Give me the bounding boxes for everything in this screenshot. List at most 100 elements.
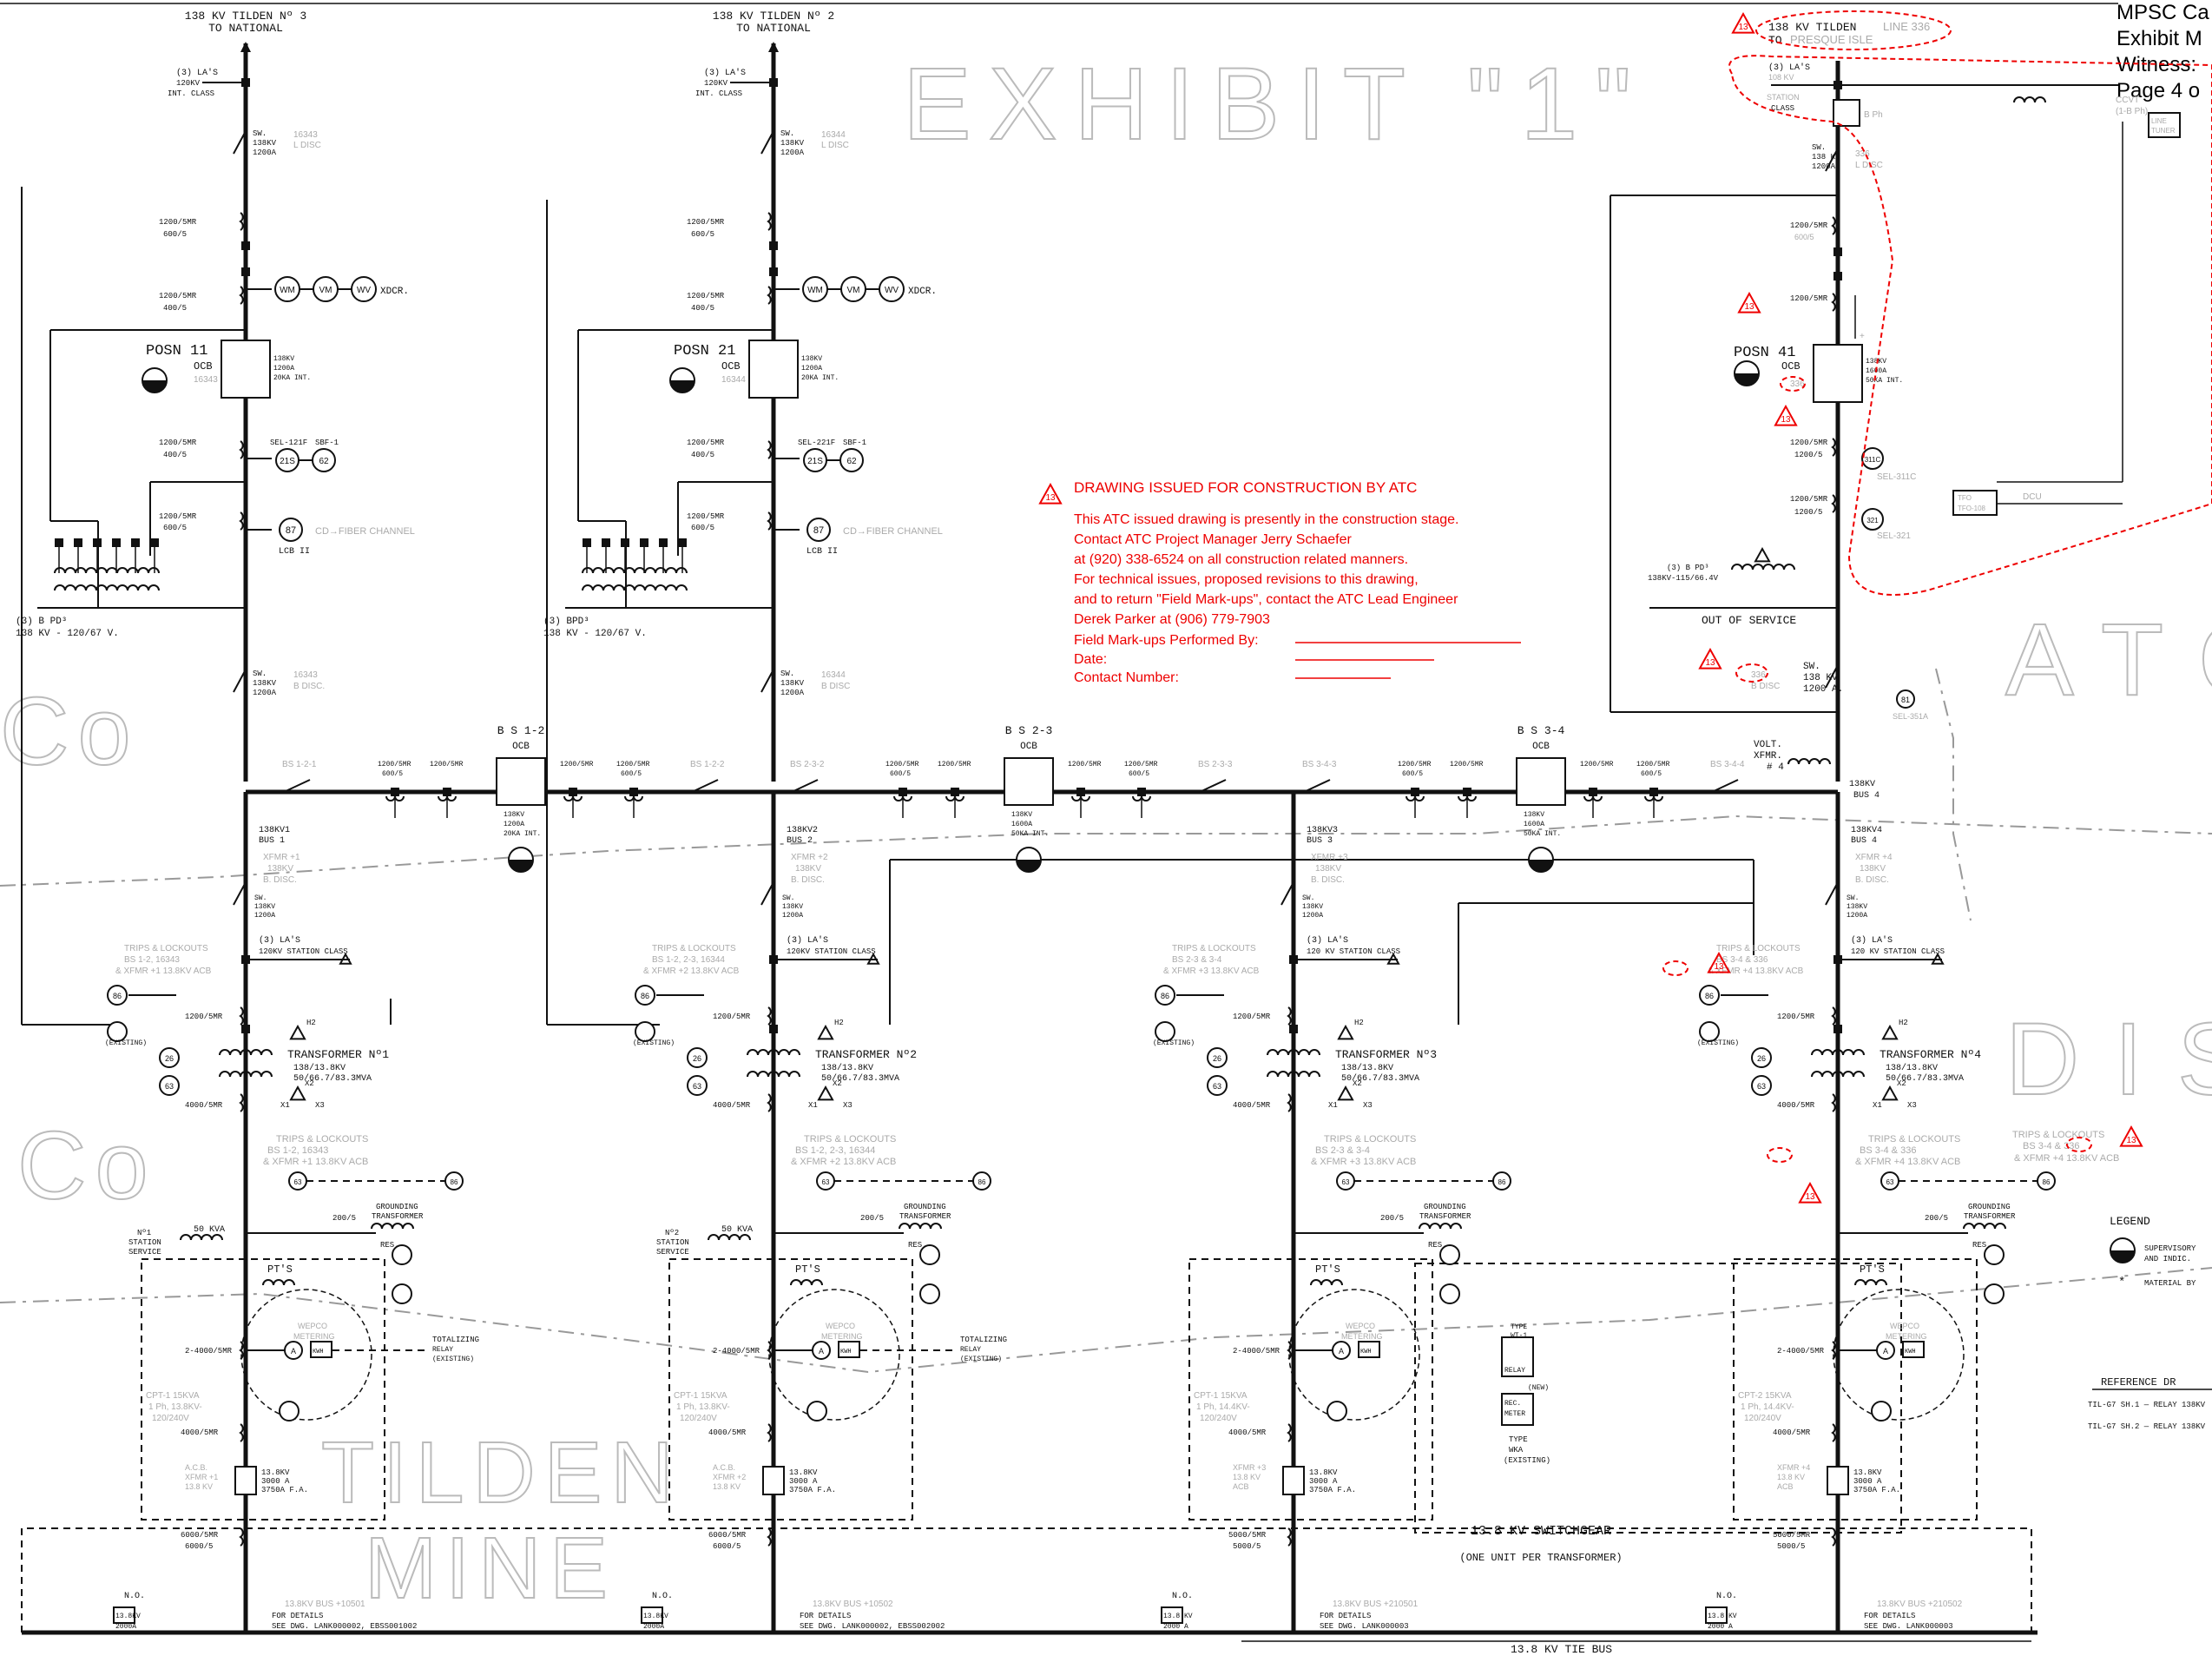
unit-1-trips-line2: BS 1-2, 16343 (124, 955, 180, 965)
revision-triangle-icon (1798, 1181, 1822, 1204)
winding-icon (1419, 1223, 1462, 1230)
label: SEE DWG. LANK000003 (1320, 1622, 1409, 1631)
label: RES. (380, 1241, 399, 1250)
label: 138KV (1847, 903, 1867, 911)
unit-3-hv-winding-icon (1267, 1049, 1320, 1056)
label: 600/5 (163, 524, 187, 532)
feeder-1-disc-id: 16343 (293, 130, 318, 140)
feeder-1-la: (3) LA'S (176, 68, 218, 78)
unit-1-kwh-icon (310, 1341, 332, 1358)
label: 200/5 (332, 1214, 356, 1223)
node-icon (241, 955, 250, 964)
label: 13.8 KV (1708, 1613, 1737, 1620)
ct-icon (1831, 1093, 1836, 1112)
node-icon (769, 955, 778, 964)
label: 1200/5MR (1790, 495, 1828, 504)
switchgear-title: 13.8 KV SWITCHGEAR (1471, 1524, 1611, 1539)
winding-icon (899, 1223, 942, 1230)
unit-3-cpt: CPT-1 15KVA (1194, 1391, 1248, 1401)
feeder-1-wv-meter-icon-label: WV (357, 286, 371, 295)
ct-icon (1287, 1423, 1292, 1442)
feeder-2-subtitle: TO NATIONAL (736, 22, 811, 35)
label: LINE (2151, 117, 2167, 125)
feeder-41-tuner-icon (2148, 112, 2181, 138)
label: 1200/5MR (1068, 761, 1102, 769)
feeder-2-disc-label: L DISC (821, 141, 849, 150)
feeder-1-pt: (3) B PD³ (16, 617, 67, 627)
label: 13.8KV (789, 1468, 818, 1477)
label: 1200/5MR (616, 761, 650, 769)
feeder-2-sbf-label: SBF-1 (843, 439, 866, 447)
label: 600/5 (691, 524, 714, 532)
ct-icon (767, 1423, 772, 1442)
label: # 4 (1767, 762, 1784, 773)
feeder-1-pt-node (131, 538, 140, 547)
label: 1200/5MR (1790, 439, 1828, 447)
label: B Ph (1864, 110, 1883, 120)
label: X3 (1907, 1101, 1917, 1110)
unit-2-xfmr-switch-icon (760, 881, 774, 906)
label: TYPE (1509, 1435, 1528, 1444)
node-icon (1076, 788, 1085, 796)
unit-3-xfmr-switch-icon (1280, 881, 1294, 906)
node-icon (899, 788, 907, 796)
feeder-2-bus-switch-icon (760, 669, 774, 693)
bus-tie-3-ct-icon (1644, 795, 1663, 802)
property-line-2 (0, 1267, 2212, 1374)
label: 1200/5MR (159, 292, 197, 300)
volt-xfmr-winding-icon (1787, 758, 1831, 765)
unit-3-la: (3) LA'S (1307, 935, 1348, 946)
unit-2-relay-86b-icon-label: 86 (978, 1178, 986, 1186)
feeder-1-sw-b: 138KV (253, 679, 277, 688)
label: 600/5 (890, 770, 911, 778)
feeder-2-pt-node (678, 538, 687, 547)
feeder-2-sel-label: SEL-221F (798, 439, 835, 447)
node-icon (569, 788, 577, 796)
label: (EXISTING) (432, 1356, 474, 1363)
label: B. DISC. (263, 875, 297, 885)
label: N.O. (1716, 1592, 1737, 1601)
feeder-1-sw-top: SW. (253, 129, 267, 138)
unit-4-lv-winding-icon (1811, 1071, 1865, 1078)
feeder-41-oos: OUT OF SERVICE (1702, 614, 1796, 627)
label: XFMR. (1754, 751, 1782, 762)
bus-tie-3-rating: 50KA INT. (1524, 830, 1561, 838)
unit-2-pts: PT'S (795, 1263, 820, 1276)
label: SW. (1302, 894, 1314, 902)
label: 336 (1855, 149, 1870, 159)
unit-2-acb: XFMR +2 (713, 1473, 746, 1481)
feeder-41-sw-b: SW. (1803, 662, 1820, 672)
label: B DISC (1751, 682, 1780, 691)
feeder-1-relay-62-icon-label: 62 (319, 457, 329, 466)
feeder-2-fiber: CD→FIBER CHANNEL (843, 526, 943, 537)
unit-1-relay-86-icon-label: 86 (113, 992, 122, 1000)
unit-3-ammeter-icon (1332, 1341, 1351, 1360)
label: 600/5 (382, 770, 403, 778)
unit-1-acb: 13.8 KV (185, 1482, 213, 1491)
bus-tie-2-rating: 50KA INT. (1011, 830, 1049, 838)
label: N.O. (1172, 1592, 1193, 1601)
node-icon (1833, 1025, 1842, 1033)
unit-1-x2-icon (289, 1085, 306, 1101)
feeder-2-sw-b: SW. (780, 670, 794, 678)
bus-tie-3-sw-right-icon (1711, 779, 1739, 793)
feeder-1-ocb-rating: 138KV (273, 355, 294, 363)
feeder-2-title: 138 KV TILDEN Nº 2 (713, 10, 834, 23)
unit-2-acb-icon (762, 1466, 785, 1495)
bus-tie-1-sw-left: BS 1-2-1 (282, 760, 317, 769)
label: 400/5 (691, 451, 714, 459)
unit-2-ammeter-icon-label: A (819, 1347, 824, 1356)
label: Nº1 (137, 1229, 151, 1237)
label: 600/5 (163, 230, 187, 239)
legend-supervisory-icon-fill (2110, 1250, 2135, 1263)
unit-3-relay-86-icon-label: 86 (1161, 992, 1169, 1000)
label: & XFMR +4 13.8KV ACB (2014, 1153, 2119, 1164)
label: 1200/5MR (687, 218, 725, 227)
unit-2-lv-bus: 13.8KV BUS +10502 (813, 1600, 893, 1609)
unit-2-cpt: CPT-1 15KVA (674, 1391, 727, 1401)
unit-4-bus-voltage: 138KV4 (1851, 826, 1882, 835)
label: 4000/5MR (713, 1101, 751, 1110)
unit-2-relay-51g-icon (919, 1283, 940, 1304)
unit-1-ammeter-icon-label: A (291, 1347, 296, 1356)
notice-title: DRAWING ISSUED FOR CONSTRUCTION BY ATC (1074, 479, 1417, 496)
